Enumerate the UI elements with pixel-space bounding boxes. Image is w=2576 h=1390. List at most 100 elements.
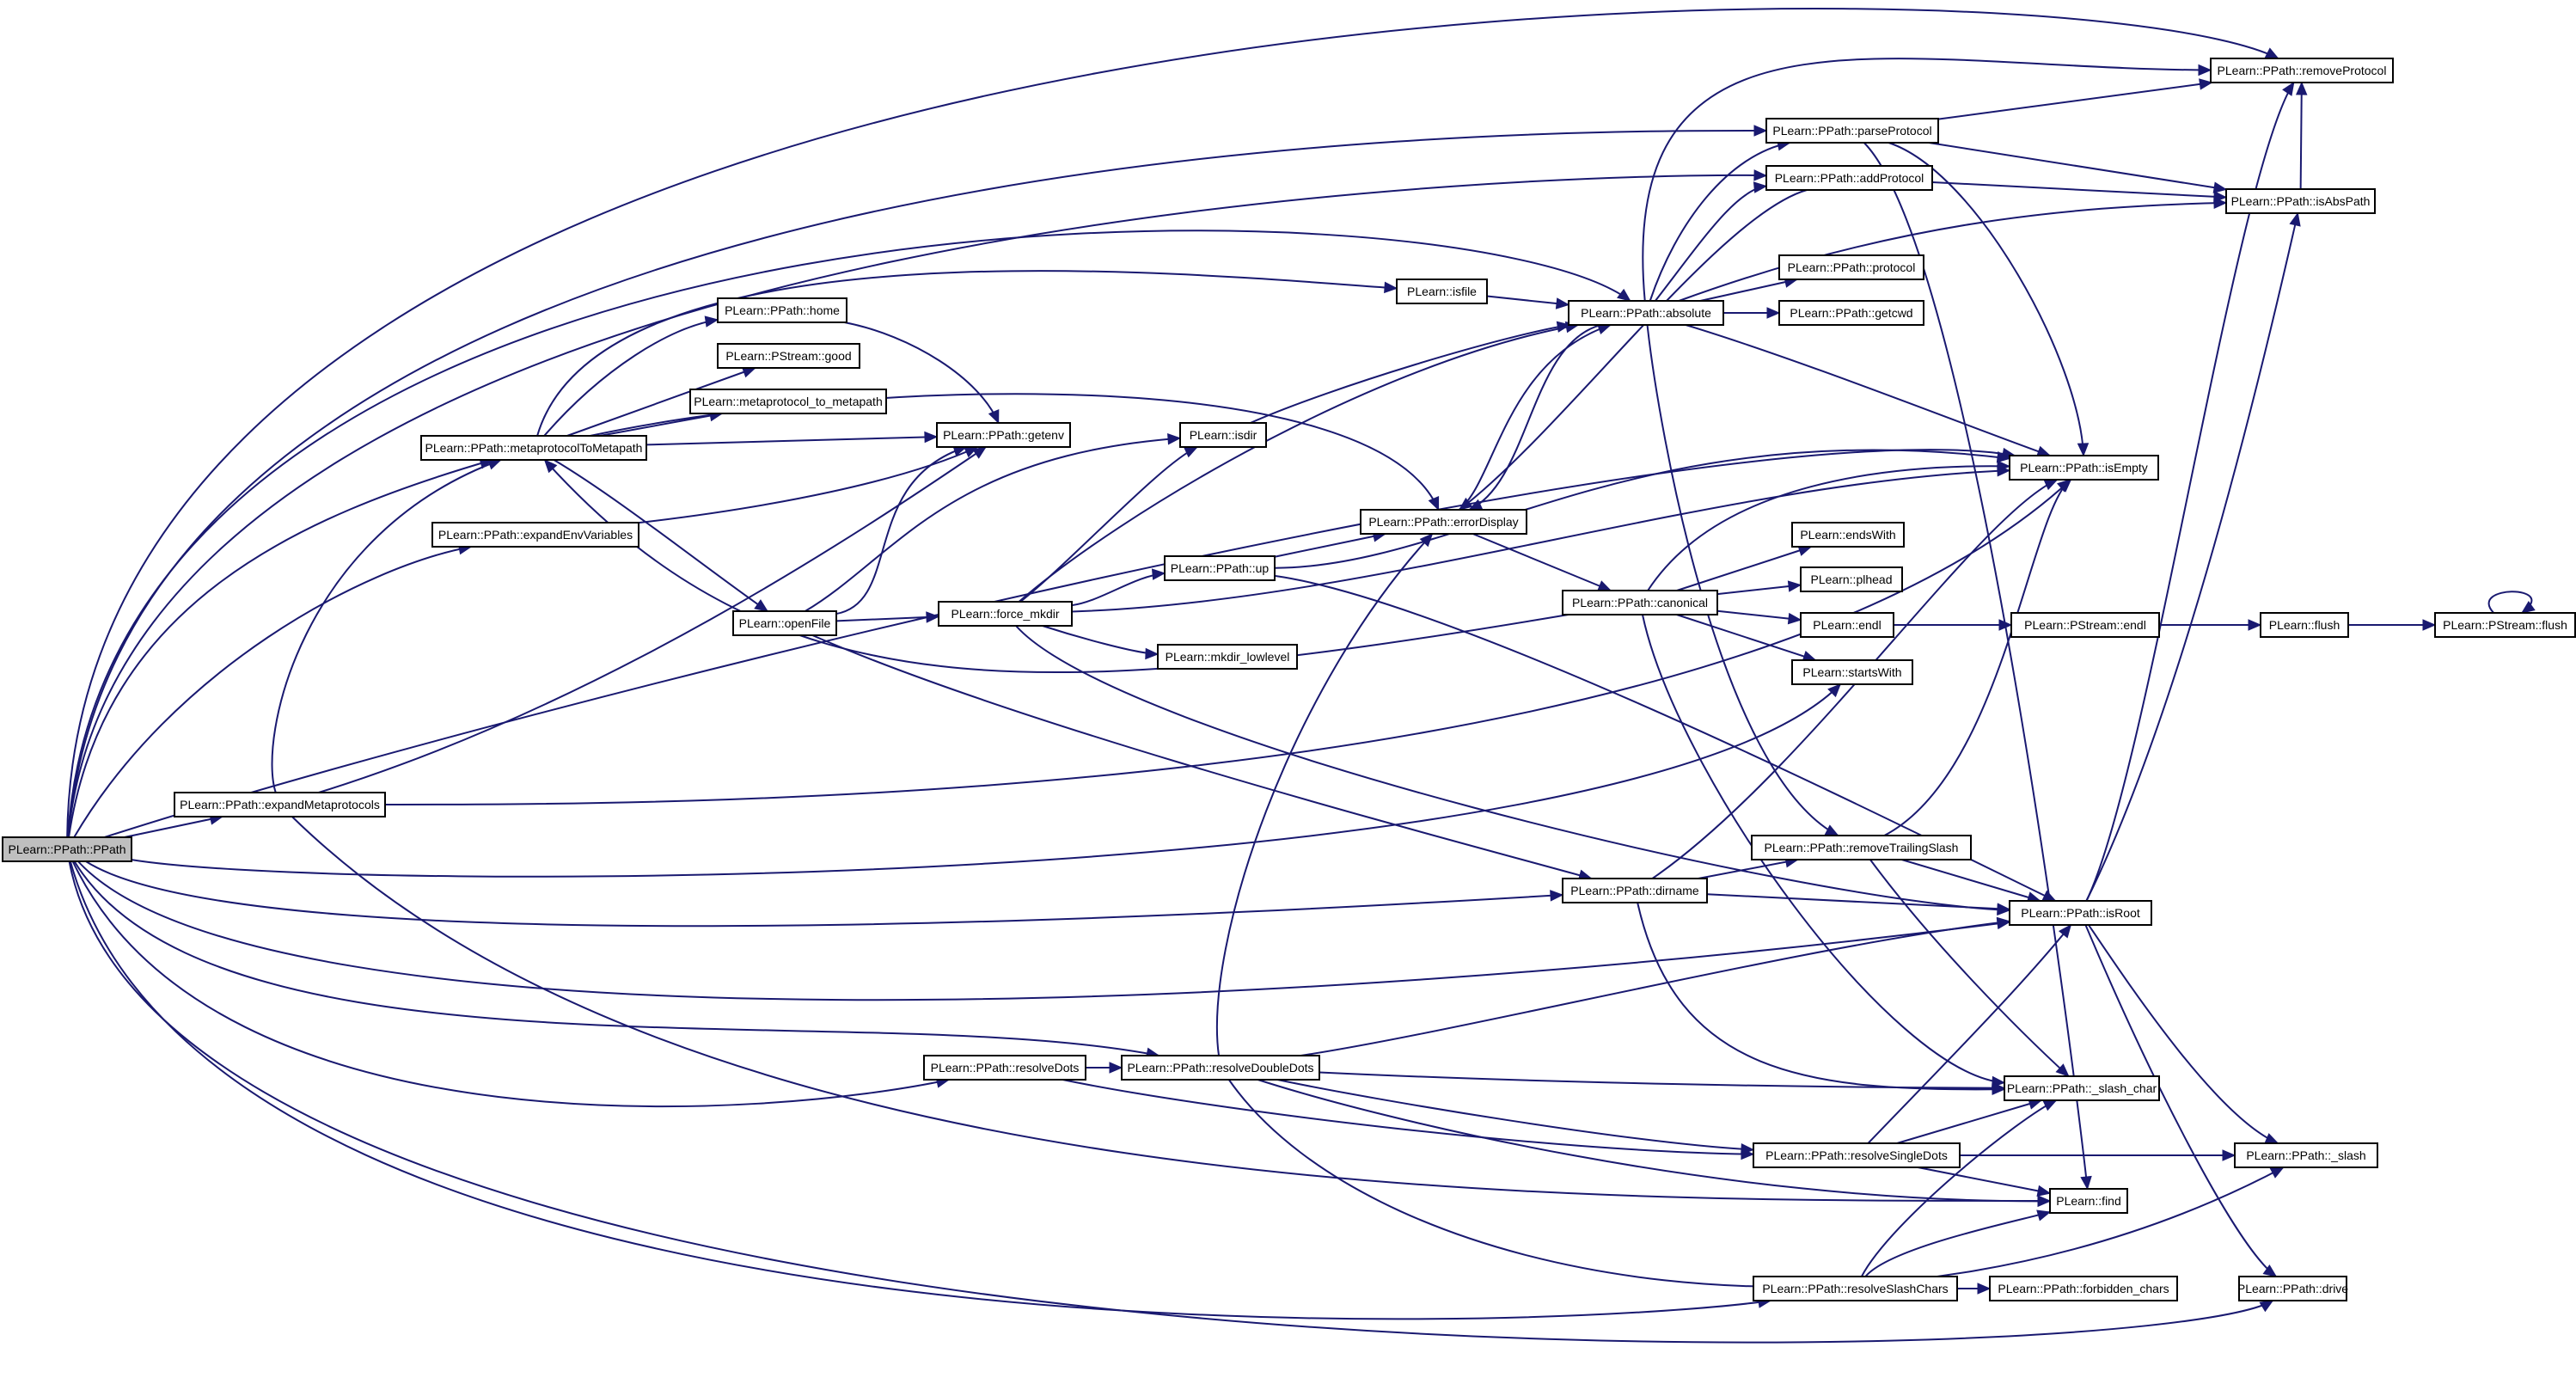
node-box-resolveDots[interactable] [923,1055,1086,1081]
node-resolveDoubleDots[interactable]: PLearn::PPath::resolveDoubleDots [1121,1055,1320,1081]
edge-resolveDoubleDots-to-find [1257,1079,2051,1203]
node-startsWith[interactable]: PLearn::startsWith [1791,659,1913,685]
node-box-force_mkdir[interactable] [938,601,1073,627]
node-openFile[interactable]: PLearn::openFile [732,610,837,636]
node-canonical[interactable]: PLearn::PPath::canonical [1562,590,1718,615]
node-drive[interactable]: PLearn::PPath::drive [2237,1276,2348,1301]
node-resolveDots[interactable]: PLearn::PPath::resolveDots [923,1055,1086,1081]
node-box-PPath[interactable] [2,836,132,862]
node-box-home[interactable] [717,297,847,323]
arrowhead-isRoot-to-drive [2262,1264,2278,1277]
node-metaprotocol_to_metapath[interactable]: PLearn::metaprotocol_to_metapath [689,389,887,414]
node-box-isdir[interactable] [1179,422,1267,448]
node-home[interactable]: PLearn::PPath::home [717,297,847,323]
node-box-dirname[interactable] [1562,878,1708,903]
node-slash[interactable]: PLearn::PPath::_slash [2234,1142,2378,1168]
node-protocol[interactable]: PLearn::PPath::protocol [1778,254,1924,280]
node-slash_char[interactable]: PLearn::PPath::_slash_char [2004,1075,2160,1101]
node-box-metaprotocol_to_metapath[interactable] [689,389,887,414]
node-box-removeTrailingSlash[interactable] [1751,835,1972,860]
node-errorDisplay[interactable]: PLearn::PPath::errorDisplay [1360,509,1527,535]
node-isEmpty[interactable]: PLearn::PPath::isEmpty [2009,455,2159,481]
node-box-isEmpty[interactable] [2009,455,2159,481]
node-isfile[interactable]: PLearn::isfile [1396,279,1488,304]
node-dirname[interactable]: PLearn::PPath::dirname [1562,878,1708,903]
node-box-up[interactable] [1164,555,1276,581]
node-getenv[interactable]: PLearn::PPath::getenv [936,422,1071,448]
node-flush[interactable]: PLearn::flush [2260,612,2349,638]
node-box-isAbsPath[interactable] [2225,188,2376,214]
node-box-isRoot[interactable] [2009,900,2152,926]
node-expandEnvVariables[interactable]: PLearn::PPath::expandEnvVariables [431,522,639,548]
node-box-getcwd[interactable] [1778,300,1924,326]
node-box-expandMetaprotocols[interactable] [174,792,386,817]
edge-up-to-isRoot [1274,574,2056,902]
node-box-parseProtocol[interactable] [1765,118,1939,144]
node-box-errorDisplay[interactable] [1360,509,1527,535]
node-box-expandEnvVariables[interactable] [431,522,639,548]
node-resolveSlashChars[interactable]: PLearn::PPath::resolveSlashChars [1753,1276,1958,1301]
edge-absolute-to-addProtocol [1655,185,1767,302]
node-box-resolveDoubleDots[interactable] [1121,1055,1320,1081]
node-getcwd[interactable]: PLearn::PPath::getcwd [1778,300,1924,326]
node-box-startsWith[interactable] [1791,659,1913,685]
node-box-forbidden_chars[interactable] [1989,1276,2178,1301]
node-metaprotocolToMetapath[interactable]: PLearn::PPath::metaprotocolToMetapath [420,435,647,461]
node-label-isEmpty: PLearn::PPath::isEmpty [2020,461,2148,475]
node-label-slash_char: PLearn::PPath::_slash_char [2007,1081,2157,1095]
node-isdir[interactable]: PLearn::isdir [1179,422,1267,448]
node-label-resolveSingleDots: PLearn::PPath::resolveSingleDots [1765,1148,1948,1162]
node-mkdir_lowlevel[interactable]: PLearn::mkdir_lowlevel [1157,644,1298,670]
node-label-metaprotocolToMetapath: PLearn::PPath::metaprotocolToMetapath [425,441,643,455]
node-box-removeProtocol[interactable] [2210,58,2394,83]
node-box-metaprotocolToMetapath[interactable] [420,435,647,461]
node-removeProtocol[interactable]: PLearn::PPath::removeProtocol [2210,58,2394,83]
node-box-getenv[interactable] [936,422,1071,448]
node-removeTrailingSlash[interactable]: PLearn::PPath::removeTrailingSlash [1751,835,1972,860]
node-good[interactable]: PLearn::PStream::good [717,343,860,369]
node-box-PStream_endl[interactable] [2010,612,2160,638]
node-endsWith[interactable]: PLearn::endsWith [1791,522,1905,548]
edge-metaprotocolToMetapath-to-openFile [553,459,768,612]
node-box-slash_char[interactable] [2004,1075,2160,1101]
node-box-PStream_flush[interactable] [2434,612,2576,638]
node-box-good[interactable] [717,343,860,369]
node-expandMetaprotocols[interactable]: PLearn::PPath::expandMetaprotocols [174,792,386,817]
node-PStream_endl[interactable]: PLearn::PStream::endl [2010,612,2160,638]
node-box-protocol[interactable] [1778,254,1924,280]
node-box-flush[interactable] [2260,612,2349,638]
node-PPath[interactable]: PLearn::PPath::PPath [2,836,132,862]
node-isRoot[interactable]: PLearn::PPath::isRoot [2009,900,2152,926]
node-label-PStream_endl: PLearn::PStream::endl [2024,618,2146,632]
node-box-find[interactable] [2049,1188,2128,1214]
node-endl[interactable]: PLearn::endl [1800,612,1894,638]
arrowhead-addProtocol-to-errorDisplay [1458,497,1473,511]
edge-resolveSlashChars-to-find [1864,1210,2051,1277]
node-box-isfile[interactable] [1396,279,1488,304]
node-plhead[interactable]: PLearn::plhead [1800,566,1903,592]
node-box-openFile[interactable] [732,610,837,636]
node-isAbsPath[interactable]: PLearn::PPath::isAbsPath [2225,188,2376,214]
node-find[interactable]: PLearn::find [2049,1188,2128,1214]
node-box-endsWith[interactable] [1791,522,1905,548]
node-box-addProtocol[interactable] [1765,165,1933,191]
node-addProtocol[interactable]: PLearn::PPath::addProtocol [1765,165,1933,191]
node-box-endl[interactable] [1800,612,1894,638]
node-box-resolveSlashChars[interactable] [1753,1276,1958,1301]
node-box-canonical[interactable] [1562,590,1718,615]
node-up[interactable]: PLearn::PPath::up [1164,555,1276,581]
edge-PPath-to-startsWith [131,683,1841,878]
node-box-drive[interactable] [2238,1276,2347,1301]
node-box-plhead[interactable] [1800,566,1903,592]
node-box-slash[interactable] [2234,1142,2378,1168]
node-forbidden_chars[interactable]: PLearn::PPath::forbidden_chars [1989,1276,2178,1301]
node-label-isRoot: PLearn::PPath::isRoot [2021,906,2140,920]
node-box-mkdir_lowlevel[interactable] [1157,644,1298,670]
node-parseProtocol[interactable]: PLearn::PPath::parseProtocol [1765,118,1939,144]
node-box-resolveSingleDots[interactable] [1753,1142,1961,1168]
node-box-absolute[interactable] [1568,300,1724,326]
node-PStream_flush[interactable]: PLearn::PStream::flush [2434,612,2576,638]
node-absolute[interactable]: PLearn::PPath::absolute [1568,300,1724,326]
node-force_mkdir[interactable]: PLearn::force_mkdir [938,601,1073,627]
node-resolveSingleDots[interactable]: PLearn::PPath::resolveSingleDots [1753,1142,1961,1168]
